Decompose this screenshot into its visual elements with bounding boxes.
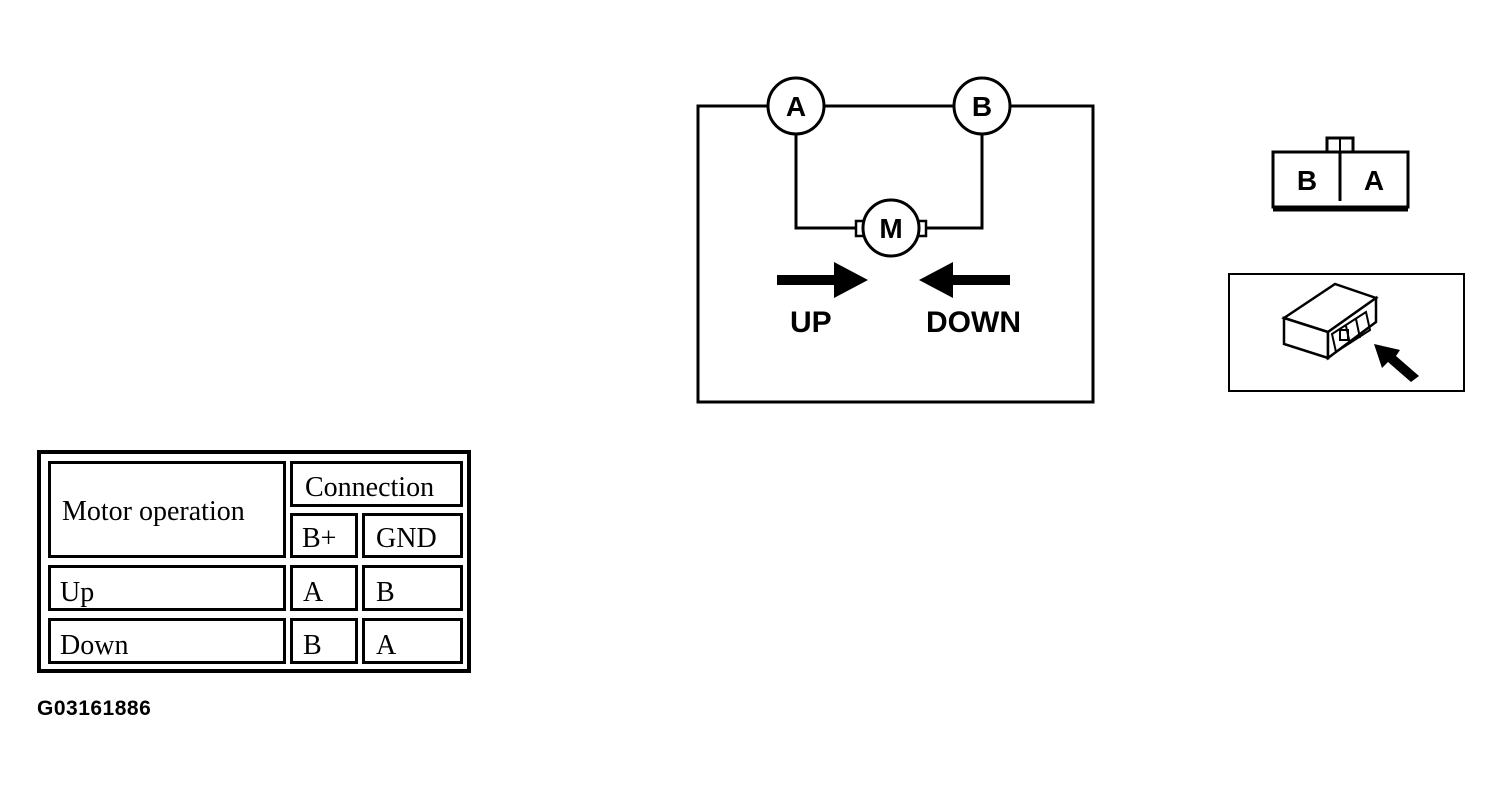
motor-symbol: M <box>854 198 928 258</box>
table-row-up-bplus: A <box>290 565 358 611</box>
table-row-down-gnd: A <box>362 618 463 664</box>
header-gnd-cell: GND <box>362 513 463 558</box>
down-label: DOWN <box>926 306 1021 339</box>
row-down-gnd: A <box>376 630 397 661</box>
connector-face: B A <box>1271 136 1410 212</box>
row-up-operation: Up <box>60 577 95 608</box>
down-arrow-icon <box>919 262 1010 298</box>
row-down-operation: Down <box>60 630 129 661</box>
header-gnd: GND <box>376 523 437 554</box>
header-operation: Motor operation <box>62 496 245 527</box>
header-bplus-cell: B+ <box>290 513 358 558</box>
terminal-a: A <box>766 76 826 136</box>
header-connection-cell: Connection <box>290 461 463 507</box>
terminal-b-label: B <box>972 91 992 122</box>
motor-operation-table: Motor operation Connection B+ GND Up A B… <box>37 450 471 673</box>
figure-id: G03161886 <box>37 697 152 720</box>
terminal-b: B <box>952 76 1012 136</box>
connector-socket-icon <box>1330 310 1372 354</box>
up-arrow-icon <box>777 262 868 298</box>
insertion-arrow-icon <box>1374 344 1419 382</box>
connector-view-illustration <box>1228 273 1465 392</box>
table-row-down-bplus: B <box>290 618 358 664</box>
row-up-gnd: B <box>376 577 395 608</box>
connector-pin-2: A <box>1364 165 1384 196</box>
circuit-frame <box>696 104 1095 404</box>
row-down-bplus: B <box>303 630 322 661</box>
table-row-down-operation: Down <box>48 618 286 664</box>
header-bplus: B+ <box>302 523 337 554</box>
row-up-bplus: A <box>303 577 324 608</box>
motor-label: M <box>879 213 902 244</box>
connector-pin-1: B <box>1297 165 1317 196</box>
table-row-up-gnd: B <box>362 565 463 611</box>
motor-wires <box>794 133 984 230</box>
header-operation-cell: Motor operation <box>48 461 286 558</box>
header-connection: Connection <box>305 472 435 503</box>
table-row-up-operation: Up <box>48 565 286 611</box>
terminal-a-label: A <box>786 91 806 122</box>
up-label: UP <box>790 306 832 339</box>
